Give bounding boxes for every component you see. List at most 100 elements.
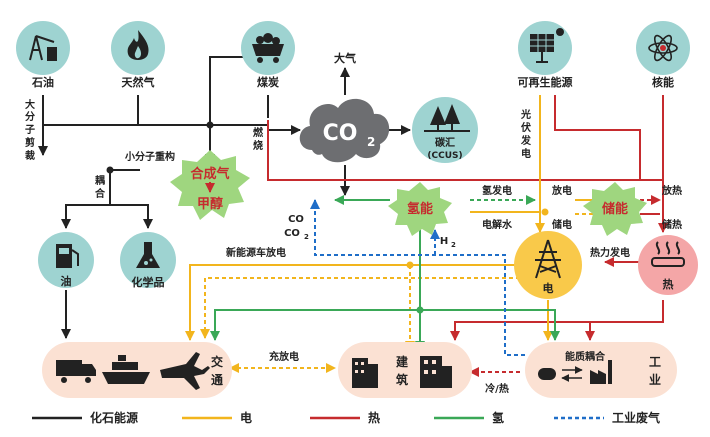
node-hydrogen: 氢能 bbox=[388, 182, 452, 236]
label-recombination: 小分子重构 bbox=[124, 150, 175, 163]
label-cracking-3: 子 bbox=[25, 124, 35, 136]
node-electricity: 电 bbox=[514, 231, 582, 299]
fuel-pump-icon bbox=[56, 244, 79, 268]
node-nuclear: 核能 bbox=[636, 21, 690, 89]
exchange-arrows-icon bbox=[561, 366, 583, 382]
label-co2-line-sub: 2 bbox=[304, 233, 309, 241]
label-heat-store: 储热 bbox=[661, 218, 682, 231]
node-oil-product: 油 bbox=[38, 232, 94, 288]
label-pv-4: 电 bbox=[521, 147, 531, 160]
label-cracking-1: 大 bbox=[25, 98, 35, 111]
label-co2-line: CO bbox=[284, 228, 300, 239]
flow-labels: 大 分 子 剪 裁 小分子重构 耦 合 燃 烧 光 伏 发 电 氢发电 电解水 … bbox=[25, 98, 682, 395]
heat-flows bbox=[267, 95, 668, 377]
label-thermal-power: 热力发电 bbox=[590, 246, 630, 259]
label-hydrogen: 氢能 bbox=[407, 201, 433, 217]
label-ccus: (CCUS) bbox=[427, 151, 462, 161]
label-co: CO bbox=[288, 214, 304, 225]
node-carbon-sink: 碳汇 (CCUS) bbox=[412, 97, 478, 163]
power-tower-icon bbox=[535, 239, 561, 279]
label-storage: 储能 bbox=[601, 201, 628, 217]
hydrogen-flows bbox=[210, 195, 560, 351]
label-building-1: 建 bbox=[395, 354, 409, 369]
label-carbon-sink: 碳汇 bbox=[435, 136, 455, 149]
legend-heat-label: 热 bbox=[368, 410, 380, 425]
label-coupling-2: 合 bbox=[94, 187, 106, 200]
legend-electricity: 电 bbox=[182, 410, 252, 425]
label-renewable: 可再生能源 bbox=[518, 75, 573, 89]
label-coal: 煤炭 bbox=[257, 75, 279, 89]
coal-cart-icon bbox=[252, 33, 284, 63]
flame-icon bbox=[127, 30, 149, 60]
label-cold-heat: 冷/热 bbox=[485, 382, 509, 395]
electricity-flows bbox=[185, 95, 595, 373]
label-charge-discharge: 充放电 bbox=[269, 350, 299, 363]
co2-main-sub: 2 bbox=[367, 135, 375, 149]
label-industry-2: 业 bbox=[649, 372, 661, 387]
node-oil: 石油 bbox=[16, 21, 70, 89]
label-h2: H bbox=[440, 236, 448, 247]
flask-icon bbox=[136, 242, 160, 268]
node-gas: 天然气 bbox=[111, 21, 165, 89]
label-transport-1: 交 bbox=[211, 354, 223, 369]
node-renewable: 可再生能源 bbox=[518, 21, 573, 89]
node-co2-cloud: CO 2 bbox=[299, 98, 390, 163]
oil-derrick-icon bbox=[29, 35, 57, 61]
ship-icon bbox=[102, 355, 150, 384]
label-industry-1: 工 bbox=[649, 355, 661, 369]
legend-electricity-label: 电 bbox=[240, 410, 252, 425]
label-nuclear: 核能 bbox=[652, 75, 674, 89]
label-cracking-2: 分 bbox=[25, 110, 35, 123]
forest-icon bbox=[424, 104, 470, 132]
node-storage: 储能 bbox=[583, 182, 647, 236]
legend-waste-gas: 工业废气 bbox=[554, 410, 660, 425]
label-oil-product: 油 bbox=[61, 274, 72, 288]
label-combustion-2: 烧 bbox=[253, 139, 263, 152]
legend-fossil-label: 化石能源 bbox=[90, 410, 138, 425]
label-ev-discharge: 新能源车放电 bbox=[226, 246, 286, 259]
legend-fossil: 化石能源 bbox=[32, 410, 138, 425]
radiator-icon bbox=[651, 241, 685, 267]
node-industry: 能质耦合 工 业 bbox=[525, 342, 677, 398]
truck-icon bbox=[56, 360, 96, 383]
legend-hydrogen: 氢 bbox=[434, 410, 504, 425]
label-energy-coupling: 能质耦合 bbox=[565, 350, 606, 363]
node-chemicals: 化学品 bbox=[120, 232, 176, 289]
legend-heat: 热 bbox=[310, 410, 380, 425]
waste-gas-flows bbox=[310, 199, 525, 356]
label-combustion-1: 燃 bbox=[253, 126, 264, 139]
solar-panel-icon bbox=[530, 28, 564, 63]
label-h2-sub: 2 bbox=[451, 241, 456, 249]
label-electrolysis: 电解水 bbox=[482, 218, 513, 231]
legend: 化石能源 电 热 氢 工业废气 bbox=[32, 410, 660, 425]
label-atmosphere: 大气 bbox=[334, 51, 356, 65]
co2-main-label: CO bbox=[323, 121, 358, 146]
label-building-2: 筑 bbox=[396, 372, 408, 387]
label-cracking-5: 裁 bbox=[25, 149, 35, 162]
label-heat-release: 放热 bbox=[661, 184, 682, 197]
airplane-icon bbox=[160, 352, 210, 390]
junction-dots bbox=[106, 121, 549, 314]
legend-hydrogen-label: 氢 bbox=[492, 410, 504, 425]
label-charge: 储电 bbox=[551, 218, 572, 231]
label-pv-2: 伏 bbox=[520, 121, 531, 134]
label-electricity: 电 bbox=[543, 281, 554, 295]
factory-icon bbox=[590, 360, 612, 384]
node-building: 建 筑 bbox=[338, 342, 472, 398]
pipe-icon bbox=[538, 368, 556, 380]
node-coal: 煤炭 bbox=[241, 21, 295, 89]
label-methanol: 甲醇 bbox=[197, 196, 223, 212]
label-pv-3: 发 bbox=[520, 134, 532, 147]
label-gas: 天然气 bbox=[122, 75, 155, 89]
node-heat: 热 bbox=[638, 235, 698, 295]
label-syngas: 合成气 bbox=[190, 166, 229, 182]
label-chemicals: 化学品 bbox=[132, 275, 165, 289]
cloud-icon bbox=[299, 98, 390, 163]
label-heat: 热 bbox=[663, 277, 674, 291]
label-h2-power: 氢发电 bbox=[482, 184, 512, 197]
legend-waste-gas-label: 工业废气 bbox=[612, 410, 660, 425]
label-discharge: 放电 bbox=[551, 184, 572, 197]
node-syngas-methanol: 合成气 甲醇 bbox=[170, 150, 250, 220]
label-cracking-4: 剪 bbox=[25, 136, 35, 149]
